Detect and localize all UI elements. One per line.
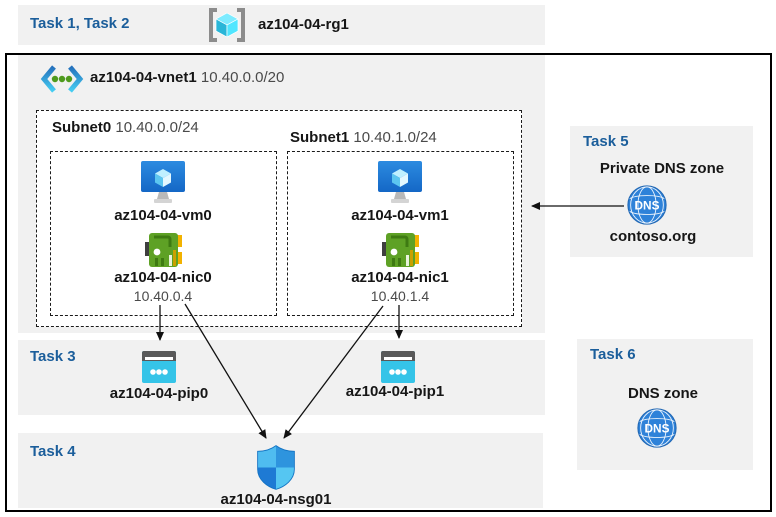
nic1-ip: 10.40.1.4 xyxy=(370,288,430,304)
dns-zone-icon: DNS xyxy=(637,408,677,448)
pip0-icon xyxy=(141,349,177,385)
task3-band xyxy=(18,340,545,415)
private-dns-icon-text: DNS xyxy=(635,199,660,213)
subnet0-label: Subnet0 10.40.0.0/24 xyxy=(52,119,199,136)
nic1-label: az104-04-nic1 xyxy=(351,269,449,286)
subnet1-label: Subnet1 10.40.1.0/24 xyxy=(290,129,437,146)
nsg-label: az104-04-nsg01 xyxy=(220,491,332,508)
nic1-icon xyxy=(382,232,419,268)
private-dns-icon: DNS xyxy=(627,185,667,225)
dns-zone-icon-text: DNS xyxy=(645,422,670,436)
task6-label: Task 6 xyxy=(590,346,636,363)
pip0-label: az104-04-pip0 xyxy=(109,385,209,402)
vnet-icon xyxy=(40,64,84,94)
nic0-icon xyxy=(145,232,182,268)
nsg-icon xyxy=(255,444,297,491)
nic0-ip: 10.40.0.4 xyxy=(133,288,193,304)
vnet-name: az104-04-vnet1 xyxy=(90,69,197,86)
subnet1-cidr: 10.40.1.0/24 xyxy=(353,129,437,146)
subnet0-name: Subnet0 xyxy=(52,119,112,136)
vm1-label: az104-04-vm1 xyxy=(351,207,449,224)
resource-group-name: az104-04-rg1 xyxy=(258,16,349,33)
task12-label: Task 1, Task 2 xyxy=(30,15,130,32)
task4-label: Task 4 xyxy=(30,443,76,460)
subnet0-cidr: 10.40.0.0/24 xyxy=(115,119,199,136)
vnet-cidr: 10.40.0.0/20 xyxy=(200,69,285,86)
pip1-label: az104-04-pip1 xyxy=(345,383,445,400)
pip1-icon xyxy=(380,349,416,385)
private-dns-zone-name: contoso.org xyxy=(609,228,697,245)
nic0-label: az104-04-nic0 xyxy=(114,269,212,286)
vm0-icon xyxy=(140,158,186,205)
vm1-icon xyxy=(377,158,423,205)
subnet1-name: Subnet1 xyxy=(290,129,350,146)
task6-box xyxy=(577,339,753,470)
task5-label: Task 5 xyxy=(583,133,629,150)
private-dns-title: Private DNS zone xyxy=(599,160,725,177)
task5-box xyxy=(570,126,753,257)
task3-label: Task 3 xyxy=(30,348,76,365)
dns-zone-title: DNS zone xyxy=(627,385,699,402)
task12-band xyxy=(18,5,545,45)
resource-group-icon xyxy=(205,6,249,44)
vnet-label: az104-04-vnet1 10.40.0.0/20 xyxy=(90,69,284,86)
vm0-label: az104-04-vm0 xyxy=(114,207,212,224)
